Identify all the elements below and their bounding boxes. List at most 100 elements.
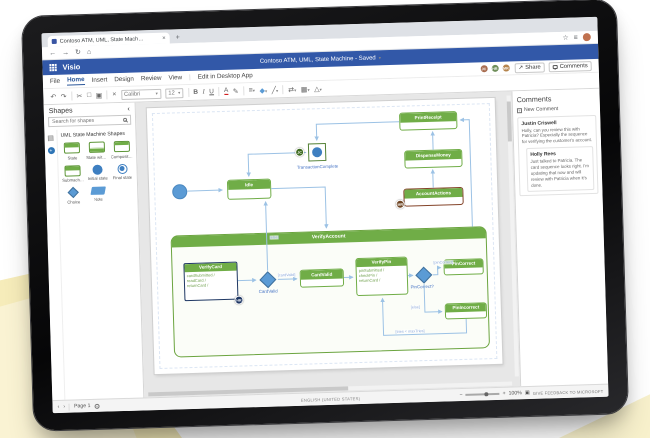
new-comment-button[interactable]: + New Comment xyxy=(516,105,596,113)
shape-label: State with in… xyxy=(86,153,109,160)
tab-design[interactable]: Design xyxy=(114,75,135,84)
tab-close-icon[interactable]: × xyxy=(162,35,166,42)
zoom-level[interactable]: 100% xyxy=(508,390,522,397)
drawing-canvas[interactable]: Idle JC TransactionComplete PrintReceipt… xyxy=(135,91,521,398)
previous-page-icon[interactable]: ‹ xyxy=(57,403,60,411)
stencil-shape-note[interactable]: Note xyxy=(87,186,110,203)
shape-label: State xyxy=(67,154,78,161)
delete-icon[interactable]: × xyxy=(112,91,117,99)
state-node-card-valid[interactable]: CardValid xyxy=(299,268,345,288)
font-size-select[interactable]: 12 ▾ xyxy=(165,87,184,99)
stencil-shape-composite[interactable]: Composite s… xyxy=(110,140,133,159)
fit-page-icon[interactable]: ▣ xyxy=(524,390,530,397)
share-button[interactable]: ↗ Share xyxy=(514,61,545,73)
back-icon[interactable]: ← xyxy=(48,49,57,57)
undo-icon[interactable]: ↶ xyxy=(50,93,57,101)
app-launcher-icon[interactable] xyxy=(49,64,56,71)
home-icon[interactable]: ⌂ xyxy=(86,48,92,56)
more-shapes-icon[interactable]: + xyxy=(47,146,55,155)
comments-button[interactable]: Comments xyxy=(548,60,592,72)
collaborator-avatar[interactable]: HR xyxy=(490,63,500,74)
zoom-out-icon[interactable]: − xyxy=(459,391,463,399)
document-title-text: Contoso ATM, UML, State Machine - Saved xyxy=(259,54,376,65)
collaborator-avatar[interactable]: JC xyxy=(479,64,489,74)
shape-search[interactable] xyxy=(47,114,132,128)
stencil-icon[interactable]: ▤ xyxy=(47,135,55,143)
chevron-down-icon: ▾ xyxy=(264,88,268,94)
underline-button[interactable]: U xyxy=(209,88,215,96)
browser-menu-icon[interactable]: ≡ xyxy=(573,33,578,42)
state-node-pin-incorrect[interactable]: PinIncorrect xyxy=(444,302,488,320)
search-icon xyxy=(123,117,128,122)
font-color-button[interactable]: A xyxy=(223,86,229,96)
stencil-shape-choice[interactable]: Choice xyxy=(62,186,85,205)
stencil-shape-state[interactable]: State xyxy=(61,142,84,160)
state-node-verify-pin[interactable]: VerifyPin pinSubmitted / checkPin / retu… xyxy=(355,256,409,297)
font-select[interactable]: Calibri ▾ xyxy=(120,88,162,100)
comment-reply-card[interactable]: Holly Rees Just talked to Patricia. The … xyxy=(526,146,595,192)
drawing-page[interactable]: Idle JC TransactionComplete PrintReceipt… xyxy=(146,97,503,375)
italic-button[interactable]: I xyxy=(202,88,205,96)
comment-card[interactable]: Justin Criswell Holly, can you review th… xyxy=(517,114,599,196)
favorites-icon[interactable]: ☆ xyxy=(562,34,569,42)
chevron-down-icon: ▾ xyxy=(307,86,310,92)
comments-panel-title: Comments xyxy=(516,94,552,105)
font-name: Calibri xyxy=(123,90,141,98)
chevron-down-icon: ▾ xyxy=(275,87,279,93)
share-icon: ↗ xyxy=(518,64,524,71)
zoom-slider[interactable] xyxy=(465,391,500,397)
browser-profile-avatar[interactable] xyxy=(582,33,591,42)
shape-label: Choice xyxy=(67,198,81,205)
tab-insert[interactable]: Insert xyxy=(91,76,108,84)
chevron-down-icon: ▾ xyxy=(178,89,181,95)
shapes-menu[interactable]: △▾ xyxy=(314,85,322,93)
bold-button[interactable]: B xyxy=(193,88,199,96)
new-comment-icon: + xyxy=(516,107,523,113)
shape-fill-menu[interactable]: ◆▾ xyxy=(259,86,267,94)
tab-review[interactable]: Review xyxy=(140,74,162,83)
stencil-shape-initial[interactable]: Initial state xyxy=(86,164,109,182)
paste-icon[interactable]: ▣ xyxy=(95,92,103,100)
align-menu[interactable]: ≡▾ xyxy=(249,87,256,94)
collapse-panel-icon[interactable]: ‹ xyxy=(127,105,130,113)
shape-label: Final state xyxy=(112,174,133,181)
stencil-shape-state-internal[interactable]: State with in… xyxy=(85,141,109,160)
edge-label-card-valid: [cardValid] xyxy=(277,272,296,277)
stencil-shape-final[interactable]: Final state xyxy=(111,163,134,181)
connector-menu[interactable]: ⇄▾ xyxy=(288,85,296,93)
new-tab-button[interactable]: + xyxy=(175,34,180,42)
choice-thumb xyxy=(67,186,80,199)
submachine-thumb xyxy=(64,164,82,177)
cut-icon[interactable]: ✂ xyxy=(76,92,83,100)
tab-view[interactable]: View xyxy=(168,74,183,82)
refresh-icon[interactable]: ↻ xyxy=(74,49,82,57)
collaborator-avatar[interactable]: MR xyxy=(501,63,511,73)
page-indicator[interactable]: Page 1 xyxy=(73,403,91,410)
app-name: Visio xyxy=(62,62,81,72)
next-page-icon[interactable]: › xyxy=(63,403,66,410)
comment-text: Holly, can you review this with Patricia… xyxy=(521,125,593,145)
shapes-panel-title: Shapes xyxy=(48,107,73,116)
copy-icon[interactable]: □ xyxy=(86,91,92,100)
chevron-down-icon: ▾ xyxy=(293,87,297,93)
edit-text-icon[interactable]: ✎ xyxy=(232,88,239,96)
final-state-thumb xyxy=(117,163,128,174)
add-page-button[interactable]: + xyxy=(94,403,100,409)
tab-file[interactable]: File xyxy=(49,77,61,86)
shape-search-input[interactable] xyxy=(52,117,122,126)
state-node-verify-card-selected[interactable]: VerifyCard cardSubmitted / readCard / re… xyxy=(183,261,239,302)
edge-label-else2: [else] xyxy=(410,305,420,310)
stencil-shape-submachine[interactable]: Submachine… xyxy=(61,164,84,183)
document-title[interactable]: Contoso ATM, UML, State Machine - Saved … xyxy=(260,55,381,65)
forward-icon[interactable]: → xyxy=(61,49,70,57)
zoom-in-icon[interactable]: + xyxy=(502,390,506,397)
redo-icon[interactable]: ↷ xyxy=(60,93,67,101)
line-style-menu[interactable]: ╱▾ xyxy=(272,86,279,94)
tablet-device: Contoso ATM, UML, State Mach… × + ← → ↻ … xyxy=(20,0,630,432)
grid-menu[interactable]: ▦▾ xyxy=(301,85,310,93)
language-status[interactable]: ENGLISH (UNITED STATES) xyxy=(300,395,361,403)
shape-label: Composite s… xyxy=(110,153,133,159)
edit-in-desktop-button[interactable]: Edit in Desktop App xyxy=(197,72,253,81)
tab-home[interactable]: Home xyxy=(66,76,85,86)
feedback-link[interactable]: GIVE FEEDBACK TO MICROSOFT xyxy=(532,388,604,396)
